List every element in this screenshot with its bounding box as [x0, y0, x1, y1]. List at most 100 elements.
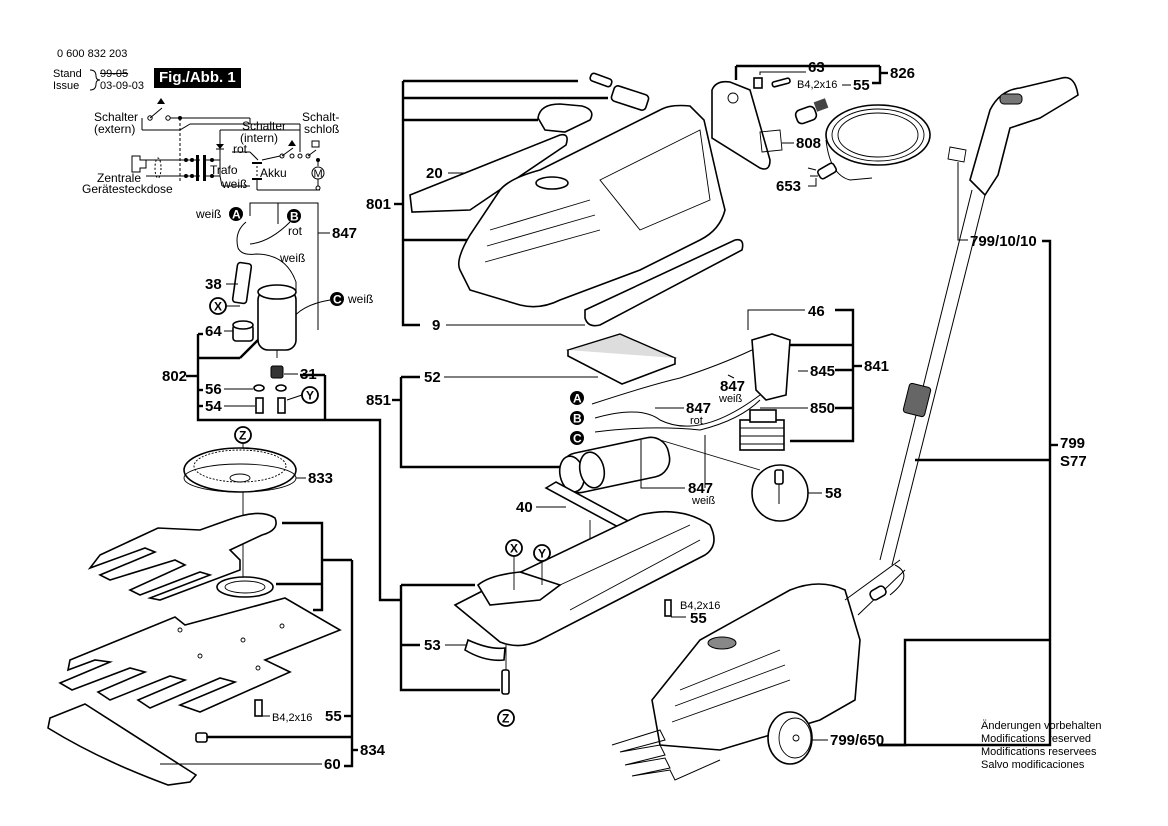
wire-white-top: weiß [718, 393, 743, 405]
electronics-assembly: 46 841 845 850 A B C 847 weiß 847 [366, 303, 889, 522]
svg-text:schloß: schloß [304, 122, 339, 136]
label-54: 54 [205, 398, 222, 415]
label-801: 801 [366, 196, 391, 213]
svg-text:(intern): (intern) [240, 131, 278, 145]
label-841: 841 [864, 358, 889, 375]
lower-blade-part [58, 597, 342, 713]
label-847-rot: 847 [686, 400, 711, 417]
current-date: 03-09-03 [100, 80, 145, 92]
cable-bracket-part [711, 80, 771, 170]
stand-brace [89, 69, 101, 91]
connector-z-base-icon [497, 709, 515, 727]
base-tray-part [453, 510, 715, 647]
wheel-part [767, 711, 813, 765]
ignition-lock-label: Schalt- [302, 110, 339, 124]
label-55-blade: 55 [325, 708, 342, 725]
motor-assembly: 847 A weiß B rot weiß C weiß 38 X [162, 202, 400, 602]
label-S77: S77 [1060, 453, 1087, 470]
label-60: 60 [324, 756, 341, 773]
screw-spec-blade: B4,2x16 [272, 712, 312, 724]
label-40: 40 [516, 499, 533, 516]
connector-a-right-icon [570, 391, 584, 405]
cable-coil-part [825, 104, 931, 166]
label-56: 56 [205, 381, 222, 398]
label-845: 845 [810, 363, 835, 380]
svg-text:(extern): (extern) [94, 122, 135, 136]
connector-b-icon [287, 209, 301, 223]
svg-text:X: X [214, 300, 222, 314]
seal-ring-part [216, 576, 274, 598]
label-55-base: 55 [690, 610, 707, 627]
svg-text:Z: Z [239, 429, 246, 443]
wire-red-label: rot [233, 142, 248, 156]
circuit-board-part [751, 333, 791, 401]
telescope-clamp-part [902, 382, 932, 418]
blade-assembly: Z 833 834 B4,2x16 55 [47, 426, 386, 786]
issue-label: Issue [53, 80, 80, 92]
switch-external-sub: (extern) [94, 122, 135, 136]
screw-spec-cable: B4,2x16 [797, 79, 837, 91]
svg-text:Zentrale: Zentrale [97, 171, 141, 185]
motor-symbol: M [314, 168, 323, 180]
label-802: 802 [162, 368, 187, 385]
label-847-weiss-top: 847 [720, 378, 745, 395]
switch-knob-part [537, 103, 593, 133]
note-es: Salvo modificaciones [981, 759, 1085, 771]
svg-text:Gerätesteckdose: Gerätesteckdose [82, 182, 173, 196]
wire-white-label: weiß [221, 177, 247, 191]
label-46: 46 [808, 303, 825, 320]
svg-text:B: B [573, 412, 582, 426]
note-fr: Modifications reservees [981, 746, 1097, 758]
label-52: 52 [424, 369, 441, 386]
wire-red-b: rot [288, 224, 303, 238]
label-851: 851 [366, 392, 391, 409]
wire-red-right: rot [690, 415, 703, 427]
svg-text:Schalter: Schalter [94, 110, 138, 124]
svg-text:Z: Z [502, 712, 509, 726]
note-de: Änderungen vorbehalten [981, 720, 1102, 732]
figure-badge: Fig./Abb. 1 [154, 68, 241, 88]
label-653: 653 [776, 178, 801, 195]
svg-text:B: B [290, 210, 299, 224]
label-799-650: 799/650 [830, 732, 884, 749]
label-847-motor: 847 [332, 225, 357, 242]
label-64: 64 [205, 323, 222, 340]
gear-833-part [183, 447, 297, 493]
switch-external-label: Schalter [94, 110, 138, 124]
trafo-label: Trafo [210, 163, 238, 177]
handle-grip-part [969, 76, 1079, 197]
wire-white-a: weiß [195, 207, 221, 221]
svg-text:Y: Y [306, 389, 314, 403]
upper-blade-part [87, 512, 277, 601]
label-799-10-10: 799/10/10 [970, 233, 1037, 250]
wire-white-bottom: weiß [691, 495, 716, 507]
old-date: 99-05 [100, 68, 129, 80]
disclaimer-notes: Änderungen vorbehalten Modifications res… [981, 720, 1101, 772]
svg-text:Schalt-: Schalt- [302, 110, 339, 124]
connector-b-right-icon [570, 411, 584, 425]
socket-sub: Gerätesteckdose [82, 182, 173, 196]
label-38: 38 [205, 276, 222, 293]
label-53: 53 [424, 637, 441, 654]
label-58: 58 [825, 485, 842, 502]
label-63: 63 [808, 59, 825, 76]
label-9: 9 [432, 317, 440, 334]
connector-a-icon [229, 207, 243, 221]
housing-assembly: 801 20 9 [366, 72, 744, 334]
blade-guard-60-part [47, 703, 198, 786]
pinion-31-part [270, 365, 284, 379]
trim-strip-9-part [584, 238, 744, 327]
label-55-cable: 55 [853, 77, 870, 94]
transformer-850-part [739, 419, 785, 451]
svg-text:C: C [333, 293, 342, 307]
svg-text:C: C [573, 432, 582, 446]
svg-text:Y: Y [538, 547, 546, 561]
cable-assembly: 826 63 B4,2x16 55 808 653 [711, 59, 931, 195]
wiring-schematic: M Schalter (extern) Schalter (intern) Sc… [82, 98, 339, 196]
stand-issue-labels: Stand Issue [53, 68, 82, 92]
housing-shell-part [457, 104, 726, 308]
switch-internal-sub: (intern) [240, 131, 278, 145]
svg-text:X: X [510, 542, 518, 556]
screw-spec-base: B4,2x16 [680, 600, 720, 612]
label-834: 834 [360, 742, 386, 759]
